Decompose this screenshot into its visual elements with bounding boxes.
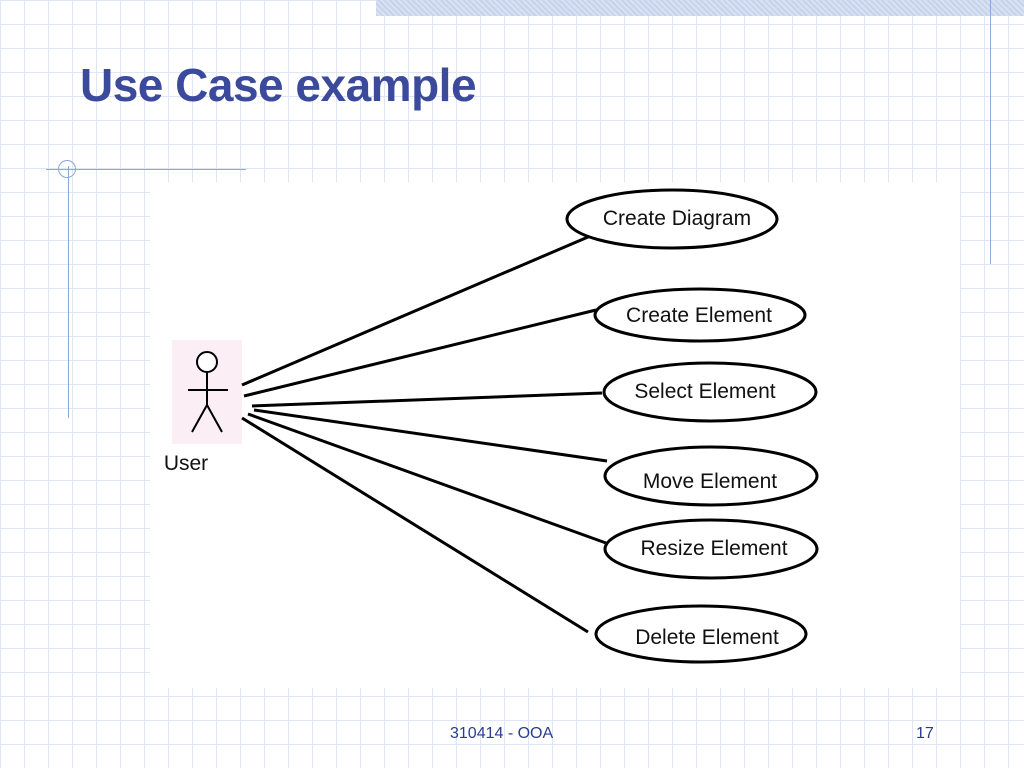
association-create-diagram (241, 235, 589, 387)
actor-leg-right (206, 404, 223, 433)
decorative-left-rule (68, 166, 69, 418)
actor-label: User (164, 452, 208, 475)
association-delete-element (241, 416, 589, 634)
use-case-resize-element: Resize Element (603, 518, 819, 580)
use-case-oval (565, 188, 779, 250)
slide-title: Use Case example (80, 59, 477, 111)
stick-figure-icon (196, 351, 218, 373)
use-case-label: Select Element (634, 380, 775, 403)
decorative-title-rule (46, 169, 246, 170)
decorative-right-rule (990, 0, 991, 264)
association-create-element (243, 308, 597, 398)
use-case-select-element: Select Element (602, 361, 818, 423)
use-case-label: Create Element (626, 304, 772, 327)
use-case-label: Create Diagram (603, 207, 751, 230)
decorative-rule-circle (58, 160, 76, 178)
diagram-panel (150, 182, 960, 688)
use-case-label: Move Element (643, 470, 777, 493)
association-move-element (253, 408, 608, 463)
actor-user (188, 351, 228, 433)
use-case-move-element: Move Element (603, 445, 819, 507)
association-lines (241, 235, 608, 634)
footer-course-code: 310414 - OOA (450, 725, 554, 742)
actor-leg-left (191, 404, 208, 433)
use-case-create-diagram: Create Diagram (565, 188, 779, 250)
decorative-top-band (376, 0, 1024, 16)
use-case-oval (594, 604, 808, 664)
use-case-label: Resize Element (640, 537, 787, 560)
use-case-delete-element: Delete Element (594, 604, 808, 664)
page-number: 17 (916, 725, 934, 742)
association-resize-element (247, 412, 607, 545)
use-case-create-element: Create Element (593, 287, 807, 343)
use-case-oval (602, 361, 818, 423)
use-case-oval (603, 518, 819, 580)
use-case-label: Delete Element (635, 626, 779, 649)
use-case-oval (593, 287, 807, 343)
association-select-element (251, 391, 603, 408)
use-case-oval (603, 445, 819, 507)
